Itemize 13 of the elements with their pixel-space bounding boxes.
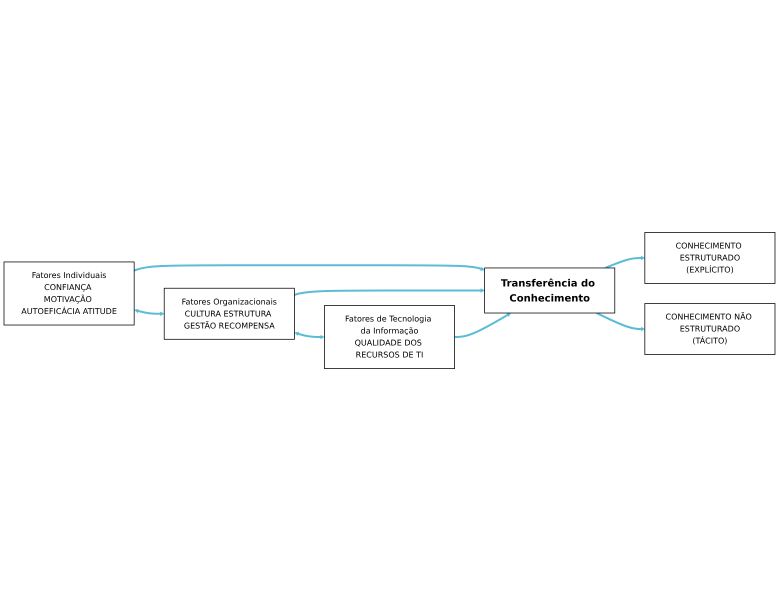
node-box: CONHECIMENTO NÃO ESTRUTURADO (TÁCITO) (644, 303, 776, 355)
arrow (134, 264, 485, 272)
arrow (294, 332, 325, 340)
arrow (454, 312, 512, 338)
arrow (604, 256, 646, 269)
node-box: Fatores de Tecnologia da Informação QUALIDADE DOS RECURSOS DE TI (324, 305, 455, 369)
arrow (134, 308, 164, 316)
node-box: Fatores Organizacionais CULTURA ESTRUTURA GESTÃO RECOMPENSA (164, 288, 295, 340)
node-box: Fatores Individuais CONFIANÇA MOTIVAÇÃO AUTOEFICÁCIA ATITUDE (4, 262, 135, 326)
arrow (596, 312, 646, 332)
arrow (294, 288, 485, 296)
node-box: CONHECIMENTO ESTRUTURADO (EXPLÍCITO) (644, 232, 776, 284)
node-box: Transferência do Conhecimento (484, 268, 616, 314)
